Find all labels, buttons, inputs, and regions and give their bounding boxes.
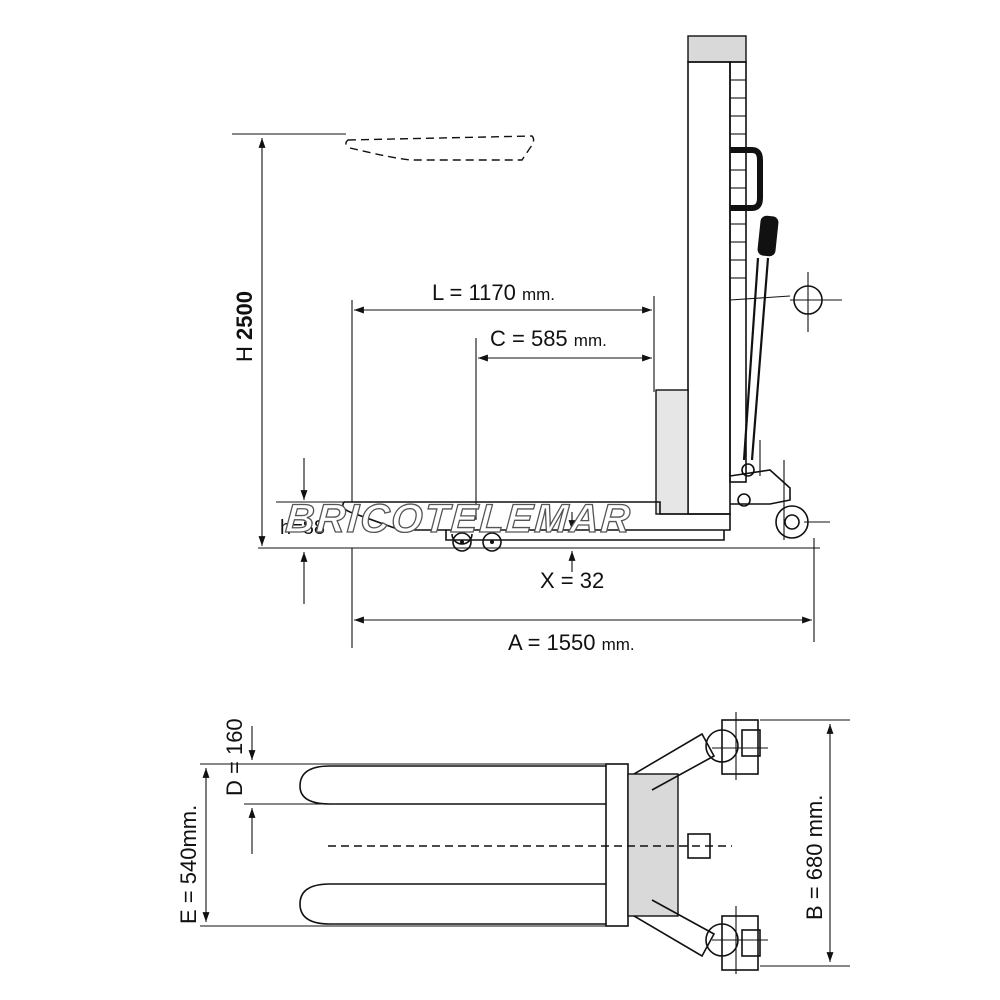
fork-top-right [299,883,606,925]
a-dimension-label: A = 1550 mm. [508,630,635,655]
x-dimension: X = 32 [540,512,604,593]
top-steer-wheel [705,712,768,780]
mast [687,35,763,515]
l-dimension: L = 1170 mm. [351,280,655,502]
x-dimension-label: X = 32 [540,568,604,593]
top-carriage-frame [605,763,629,927]
h-fork-dimension: h=88 [280,458,325,604]
a-dimension: A = 1550 mm. [351,538,815,655]
top-mast-body [627,773,679,917]
e-dimension: E = 540mm. [176,768,210,924]
c-dimension-label: C = 585 mm. [490,326,607,351]
l-dimension-label: L = 1170 mm. [432,280,555,305]
pump-lever [729,215,842,461]
lowered-fork [276,501,731,541]
c-dimension: C = 585 mm. [475,326,652,520]
d-dimension: D = 160 [222,718,256,854]
top-view: B = 680 mm. E = 540mm. D = 160 [176,712,850,974]
side-view: H 2500 [232,35,842,655]
raised-fork-outline [345,135,535,161]
bottom-steer-wheel [705,906,768,974]
fork-top-left [299,765,606,805]
push-handle [730,147,763,211]
h-fork-dimension-label: h=88 [280,517,325,539]
e-dimension-label: E = 540mm. [176,805,201,924]
load-wheels [451,532,502,552]
height-dimension: H 2500 [232,133,346,546]
height-dimension-label: H 2500 [232,291,257,362]
d-dimension-label: D = 160 [222,718,247,796]
steering-wheel-assembly [729,440,830,540]
fork-carriage [655,389,689,515]
lever-grip [757,215,779,257]
watermark-text: BRICOTELEMAR [284,497,633,541]
b-dimension-label: B = 680 mm. [802,795,827,920]
b-dimension: B = 680 mm. [760,719,850,967]
